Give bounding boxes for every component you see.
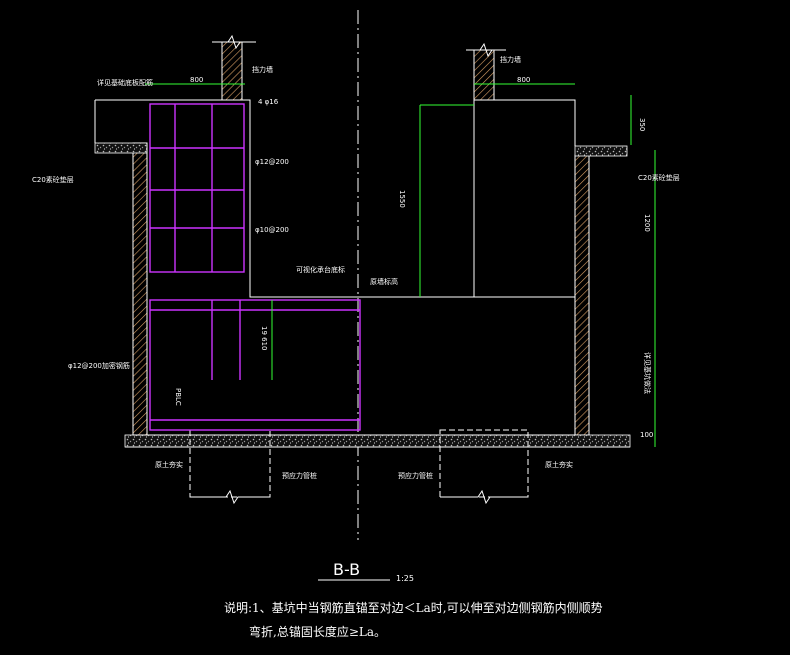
pile-right [439, 429, 529, 505]
label-c20-right: C20素砼垫层 [638, 173, 680, 182]
note-line-1: 说明:1、基坑中当钢筋直锚至对边＜La时,可以伸至对边侧钢筋内侧顺势 [224, 600, 603, 615]
left-wall [132, 34, 256, 436]
dimension-lines [145, 83, 656, 447]
label-load-wall-left: 挡力墙 [252, 65, 273, 74]
dim-350: 350 [638, 118, 646, 131]
rebar-cage [149, 103, 361, 431]
label-mark-4: 4 φ16 [258, 98, 279, 106]
label-rebar-a: φ12@200 [255, 158, 289, 166]
label-soil-right: 原土夯实 [545, 460, 573, 469]
label-depth: 详见基坑做法 [643, 352, 652, 394]
dim-1200: 1200 [643, 214, 651, 232]
label-soil-left: 原土夯实 [155, 460, 183, 469]
dim-100: 100 [640, 431, 653, 439]
label-rebar-b: φ10@200 [255, 226, 289, 234]
label-pile-right: 预应力管桩 [398, 471, 433, 480]
label-rebar-c: φ12@200加密钢筋 [68, 361, 130, 370]
dim-800-right: 800 [517, 76, 530, 84]
label-pile-left: 预应力管桩 [282, 471, 317, 480]
label-top-left-callout: 详见基础底板配筋 [97, 78, 153, 87]
dim-800-left: 800 [190, 76, 203, 84]
label-vertical: PBLC [174, 388, 182, 406]
gravel-bottom [124, 434, 631, 448]
gravel-top-right [574, 145, 628, 157]
dim-1550: 1550 [398, 190, 406, 208]
dim-610: 19 610 [260, 326, 268, 351]
section-outline [94, 99, 630, 448]
label-load-wall-right: 挡力墙 [500, 55, 521, 64]
right-wall [466, 42, 590, 436]
drawing-title: B-B [333, 560, 360, 579]
drawing-scale: 1:25 [396, 574, 414, 583]
label-wall-ref: 原墙标高 [370, 277, 398, 286]
label-slab-level: 可视化承台底标 [296, 265, 345, 274]
label-c20-left: C20素砼垫层 [32, 175, 74, 184]
note-line-2: 弯折,总锚固长度应≥La。 [249, 624, 386, 639]
gravel-top-left [94, 142, 148, 154]
